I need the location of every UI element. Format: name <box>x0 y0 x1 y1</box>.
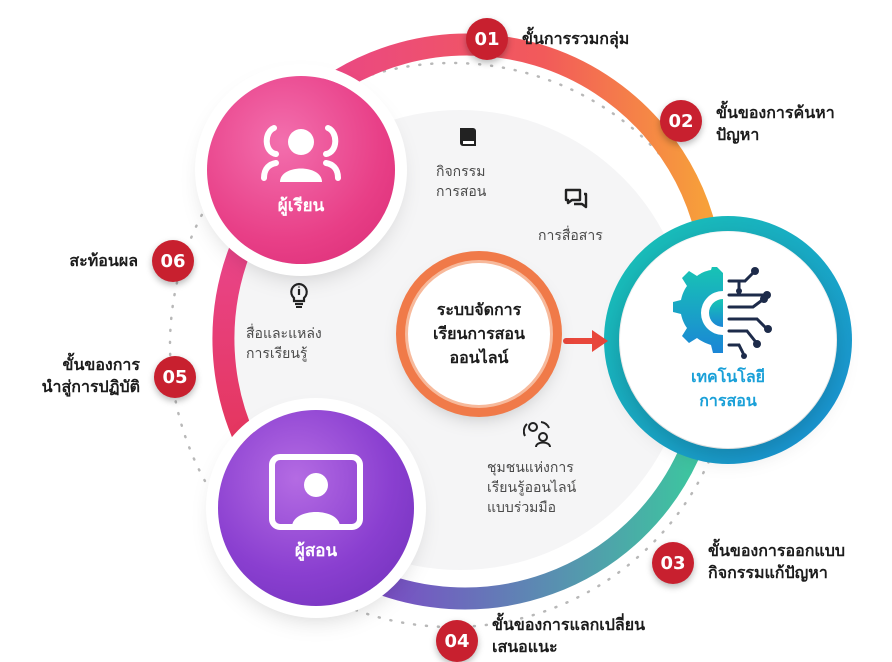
step-01-label: ขั้นการรวมกลุ่ม <box>522 29 630 48</box>
step-06-badge: 06 <box>152 240 194 282</box>
step-03-label: ขั้นของการออกแบบ กิจกรรมแก้ปัญหา <box>708 541 846 582</box>
step-02-label: ขั้นของการค้นหา ปัญหา <box>716 103 835 144</box>
step-03-badge: 03 <box>652 542 694 584</box>
zone-collaborative-community: ชุมชนแห่งการ เรียนรู้ออนไลน์ แบบร่วมมือ <box>487 460 577 516</box>
group-users-icon <box>261 124 341 182</box>
tech-gear-circuit-icon <box>673 267 772 359</box>
step-02-badge: 02 <box>660 100 702 142</box>
center-lms-node: ระบบจัดการ เรียนการสอน ออนไลน์ <box>405 260 553 408</box>
technology-title: เทคโนโลยี การสอน <box>690 367 766 410</box>
zone-teaching-activities: กิจกรรม การสอน <box>436 164 487 200</box>
zone-communication: การสื่อสาร <box>538 228 603 244</box>
step-06-label: สะท้อนผล <box>69 251 138 270</box>
step-05-badge: 05 <box>154 356 196 398</box>
lightbulb-icon <box>290 282 308 308</box>
step-05-label: ขั้นของการ นำสู่การปฏิบัติ <box>41 355 140 396</box>
community-users-icon <box>523 421 551 448</box>
step-04-label: ขั้นของการแลกเปลี่ยน เสนอแนะ <box>492 615 646 656</box>
step-04-badge: 04 <box>436 620 478 662</box>
teacher-title: ผู้สอน <box>294 540 338 561</box>
book-icon <box>460 128 476 146</box>
center-title: ระบบจัดการ เรียนการสอน ออนไลน์ <box>433 300 525 367</box>
teacher-node: ผู้สอน <box>218 410 414 606</box>
technology-node: เทคโนโลยี การสอน <box>620 232 836 448</box>
chat-bubbles-icon <box>564 188 588 209</box>
presenter-screen-icon <box>269 453 363 530</box>
zone-learning-resources: สื่อและแหล่ง การเรียนรู้ <box>246 326 322 362</box>
step-01-badge: 01 <box>466 18 508 60</box>
learner-title: ผู้เรียน <box>277 195 325 216</box>
learner-node: ผู้เรียน <box>207 76 395 264</box>
